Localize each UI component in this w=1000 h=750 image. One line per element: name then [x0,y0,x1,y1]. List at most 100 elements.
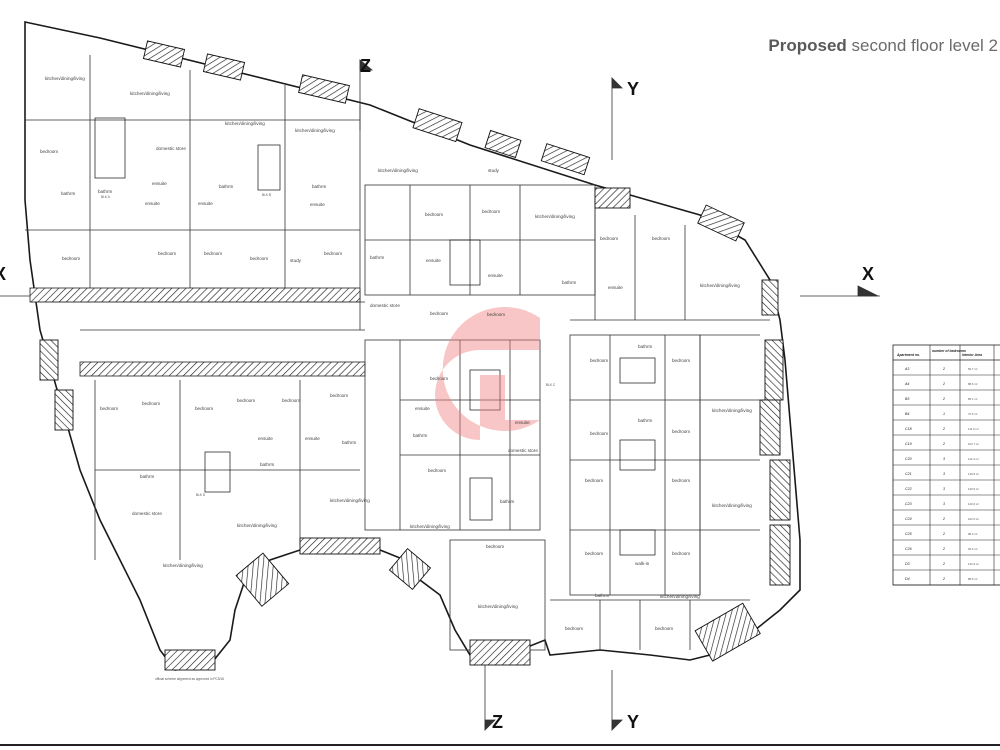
room-bedroom-25: bedroom [430,376,448,381]
room-store-1: domestic store [156,146,186,151]
room-ensuite-7: ensuite [608,285,623,290]
room-bedroom-19: bedroom [585,551,603,556]
table-header-area: Interior Area [962,353,982,357]
room-ensuite-9: ensuite [515,420,530,425]
apartment-table: Apartment no. number of bedrooms Interio… [892,344,1000,586]
alignment-note: official scheme alignment as approved in… [155,677,224,681]
room-bedroom-29: bedroom [237,398,255,403]
room-bathroom-5: bathrm [370,255,384,260]
room-kitchen-c3: kitchen/dining/living [700,283,740,288]
plan-title-rest: second floor level 2 [846,36,998,55]
room-kitchen-a2: kitchen/dining/living [130,91,170,96]
room-kitchen-c4: kitchen/dining/living [712,408,752,413]
room-bedroom-28: bedroom [195,406,213,411]
room-kitchen-c2: kitchen/dining/living [535,214,575,219]
table-cell-bedrooms: 3 [943,457,945,461]
table-cell-area: 93.6 m² [968,547,978,551]
table-cell-area: 83.7 m² [968,367,978,371]
room-bathroom-11: bathrm [413,433,427,438]
room-ensuite-2: ensuite [145,201,160,206]
room-walkin-1: walk-in [635,561,650,566]
table-cell-bedrooms: 2 [942,397,945,401]
room-bedroom-18: bedroom [672,478,690,483]
room-bathroom-12: bathrm [342,440,356,445]
room-bathroom-2: bathrm [61,191,75,196]
room-kitchen-c1: kitchen/dining/living [378,168,418,173]
table-cell-bedrooms: 2 [942,442,945,446]
table-cell-area: 98.3 m² [968,532,978,536]
room-kitchen-c7: kitchen/dining/living [478,604,518,609]
table-header-bedrooms: number of bedrooms [932,349,966,353]
room-kitchen-c6: kitchen/dining/living [660,594,700,599]
room-bedroom-2: bedroom [62,256,80,261]
room-bedroom-5: bedroom [250,256,268,261]
table-cell-bedrooms: 2 [942,427,945,431]
room-study-2: study [290,258,302,263]
table-cell-apartment: C25 [905,532,912,536]
table-cell-bedrooms: 3 [943,487,945,491]
room-bedroom-7: bedroom [425,212,443,217]
bottom-border [0,744,1000,746]
room-ensuite-8: ensuite [415,406,430,411]
room-bathroom-8: bathrm [638,418,652,423]
room-bedroom-17: bedroom [585,478,603,483]
block-a-label: BLK A [101,195,111,199]
room-bedroom-3: bedroom [158,251,176,256]
table-cell-apartment: C26 [905,547,912,551]
room-bedroom-11: bedroom [430,311,448,316]
room-bathroom-9: bathrm [595,593,609,598]
table-cell-area: 88.6 m² [968,382,978,386]
table-cell-bedrooms: 3 [943,472,945,476]
room-kitchen-b1: kitchen/dining/living [225,121,265,126]
table-cell-area: 102.5 m² [968,517,979,521]
axis-y-bottom: Y [627,712,639,732]
room-bathroom-10: bathrm [500,499,514,504]
table-cell-apartment: B3 [905,397,909,401]
section-lines [0,59,880,731]
room-labels: kitchen/dining/living kitchen/dining/liv… [40,76,752,681]
room-store-3: domestic store [508,448,538,453]
room-bedroom-15: bedroom [590,431,608,436]
room-bedroom-31: bedroom [330,393,348,398]
table-cell-bedrooms: 2 [942,547,945,551]
interior-walls [25,55,770,651]
table-cell-area: 130.8 m² [968,472,979,476]
room-bedroom-26: bedroom [100,406,118,411]
table-cell-apartment: C20 [905,457,912,461]
table-cell-apartment: C23 [905,502,912,506]
room-bedroom-22: bedroom [655,626,673,631]
room-bedroom-6: bedroom [324,251,342,256]
room-bathroom-14: bathrm [140,474,154,479]
room-kitchen-d3: kitchen/dining/living [163,563,203,568]
table-cell-apartment: C24 [905,517,912,521]
room-kitchen-d1: kitchen/dining/living [330,498,370,503]
block-d-label: BLK D [196,493,206,497]
room-bedroom-27: bedroom [142,401,160,406]
table-cell-area: 120.6 m² [968,502,979,506]
axis-y-top: Y [627,79,639,99]
room-bedroom-10: bedroom [652,236,670,241]
table-cell-bedrooms: 3 [943,502,945,506]
room-bedroom-21: bedroom [565,626,583,631]
table-cell-apartment: C18 [905,427,912,431]
room-bathroom-3: bathrm [219,184,233,189]
table-cell-apartment: A4 [904,382,909,386]
room-bedroom-23: bedroom [486,544,504,549]
room-ensuite-5: ensuite [426,258,441,263]
table-cell-bedrooms: 2 [942,562,945,566]
block-b-label: BLK B [262,193,271,197]
table-cell-area: 88.9 m² [968,577,978,581]
table-cell-bedrooms: 2 [942,367,945,371]
room-bedroom-9: bedroom [600,236,618,241]
table-cell-area: 72.5 m² [968,412,978,416]
room-bathroom-7: bathrm [638,344,652,349]
block-c-label: BLK C [546,383,556,387]
room-bedroom-13: bedroom [590,358,608,363]
table-cell-area: 85.1 m² [968,397,978,401]
room-bathroom-6: bathrm [562,280,576,285]
table-cell-bedrooms: 2 [942,577,945,581]
room-bedroom-12: bedroom [487,312,505,317]
room-study-1: study [488,168,500,173]
table-cell-apartment: D3 [905,562,910,566]
